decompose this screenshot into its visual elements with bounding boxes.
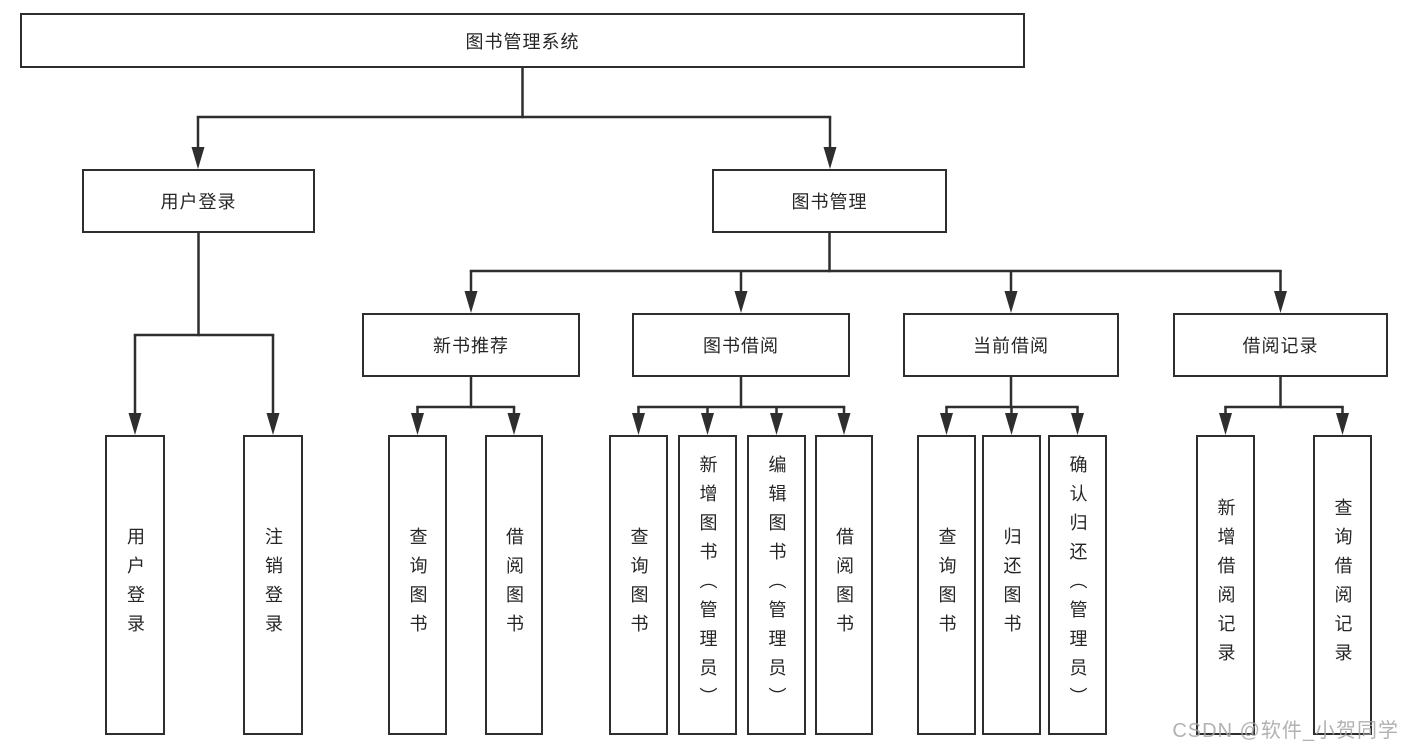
- leaf-query-borrow-record: 查询借阅记录: [1313, 435, 1372, 735]
- leaf-label: 新增借阅记录: [1215, 498, 1236, 672]
- leaf-edit-books-admin: 编辑图书（管理员）: [747, 435, 806, 735]
- leaf-label: 用户登录: [125, 527, 145, 643]
- leaf-return-books: 归还图书: [982, 435, 1041, 735]
- leaf-label: 查询图书: [407, 527, 428, 643]
- leaf-label: 注销登录: [263, 527, 283, 643]
- node-label: 图书管理系统: [465, 31, 580, 52]
- node-current-borrow: 当前借阅: [903, 313, 1119, 377]
- leaf-borrow-books-2: 借阅图书: [815, 435, 873, 735]
- node-new-book-recommend: 新书推荐: [362, 313, 580, 377]
- leaf-add-books-admin: 新增图书（管理员）: [678, 435, 737, 735]
- csdn-watermark: CSDN @软件_小贺同学: [1172, 720, 1399, 742]
- leaf-label: 借阅图书: [504, 527, 524, 643]
- leaf-query-books-1: 查询图书: [388, 435, 447, 735]
- leaf-label: 新增图书（管理员）: [697, 454, 718, 716]
- leaf-query-books-3: 查询图书: [917, 435, 976, 735]
- leaf-label: 查询借阅记录: [1332, 498, 1353, 672]
- leaf-query-books-2: 查询图书: [609, 435, 668, 735]
- node-borrow-records: 借阅记录: [1173, 313, 1388, 377]
- node-label: 新书推荐: [433, 336, 509, 356]
- leaf-add-borrow-record: 新增借阅记录: [1196, 435, 1255, 735]
- node-label: 图书借阅: [703, 336, 779, 356]
- leaf-logout: 注销登录: [243, 435, 303, 735]
- node-label: 借阅记录: [1242, 336, 1319, 356]
- leaf-label: 编辑图书（管理员）: [766, 454, 787, 716]
- leaf-confirm-return-admin: 确认归还（管理员）: [1048, 435, 1107, 735]
- node-book-management-branch: 图书管理: [712, 169, 947, 233]
- node-label: 用户登录: [160, 192, 237, 212]
- node-user-login-branch: 用户登录: [82, 169, 315, 233]
- leaf-label: 查询图书: [936, 527, 957, 643]
- leaf-label: 确认归还（管理员）: [1067, 454, 1088, 716]
- node-library-management-system: 图书管理系统: [20, 13, 1025, 68]
- leaf-borrow-books-1: 借阅图书: [485, 435, 543, 735]
- node-book-borrow: 图书借阅: [632, 313, 850, 377]
- leaf-label: 查询图书: [628, 527, 649, 643]
- leaf-label: 归还图书: [1001, 527, 1022, 643]
- leaf-label: 借阅图书: [834, 527, 854, 643]
- node-label: 图书管理: [791, 192, 868, 212]
- node-label: 当前借阅: [973, 336, 1049, 356]
- leaf-user-login: 用户登录: [105, 435, 165, 735]
